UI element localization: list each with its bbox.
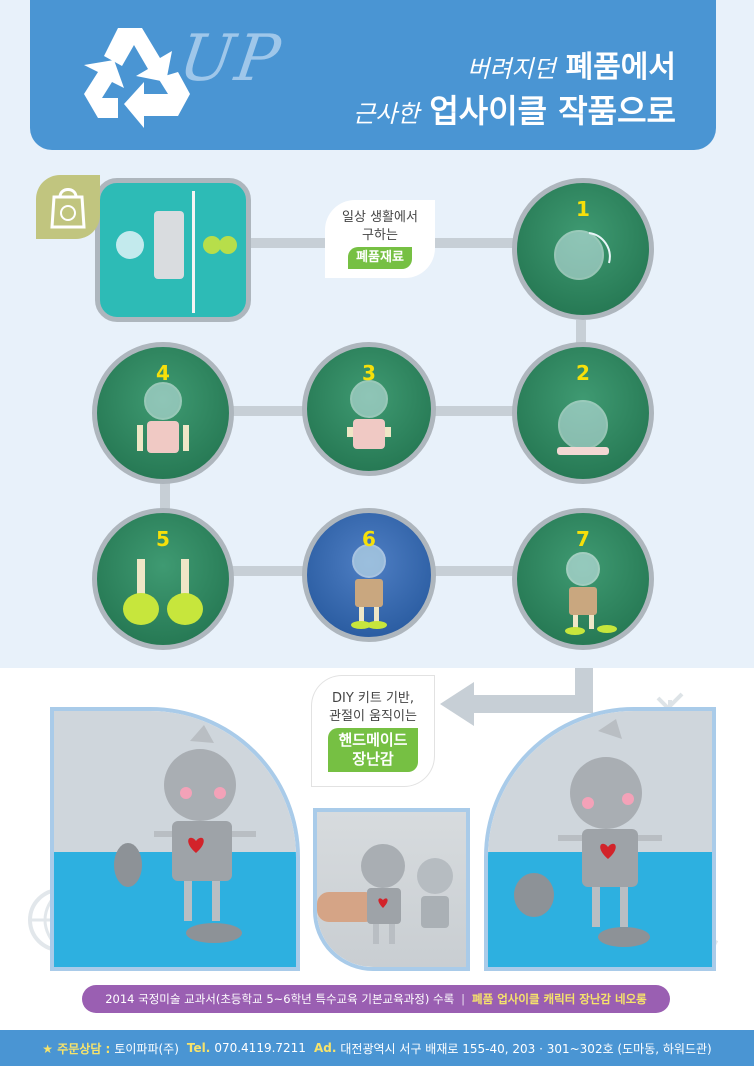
caption-separator: | bbox=[461, 992, 466, 1006]
result-caption-tag: 핸드메이드 장난감 bbox=[328, 728, 418, 772]
headline-line-2: 근사한 업사이클 작품으로 bbox=[353, 86, 676, 132]
step-circle-5: 5 bbox=[92, 508, 234, 650]
connector-2-3 bbox=[430, 406, 520, 416]
materials-caption-line-2: 구하는 bbox=[362, 228, 398, 243]
step-number-4: 4 bbox=[156, 361, 170, 385]
result-caption-tag-line-2: 장난감 bbox=[352, 750, 394, 768]
result-caption-tag-line-1: 핸드메이드 bbox=[338, 731, 408, 749]
materials-caption-line-1: 일상 생활에서 bbox=[342, 210, 418, 225]
connector-6-7 bbox=[430, 566, 520, 576]
result-caption-line-1: DIY 키트 기반, bbox=[331, 691, 415, 706]
tel-label: Tel. bbox=[186, 1041, 211, 1055]
address-text: 대전광역시 서구 배재로 155-40, 203 · 301~302호 (도마동… bbox=[340, 1041, 712, 1056]
headline-line-1: 버려지던 폐품에서 bbox=[467, 42, 676, 86]
connector-3-4 bbox=[230, 406, 308, 416]
step-circle-7: 7 bbox=[512, 508, 654, 650]
robot-standing-icon bbox=[351, 544, 387, 629]
headline-bold-1: 폐품에서 bbox=[565, 50, 676, 85]
header-banner: UP 버려지던 폐품에서 근사한 업사이클 작품으로 bbox=[30, 0, 716, 150]
bag-badge bbox=[36, 175, 100, 239]
caption-product-name: 폐품 업사이클 캐릭터 장난감 네오롱 bbox=[472, 992, 647, 1006]
step-circle-2: 2 bbox=[512, 342, 654, 484]
connector-1-2 bbox=[576, 320, 586, 352]
step-circle-1: 1 bbox=[512, 178, 654, 320]
result-caption-line-2: 관절이 움직이는 bbox=[329, 709, 417, 724]
connector-4-5 bbox=[160, 474, 170, 516]
address-label: Ad. bbox=[313, 1041, 337, 1055]
robot-feet-icon bbox=[123, 559, 203, 625]
robot-finished-icon bbox=[565, 552, 617, 635]
contact-footer: ★ 주문상담 : 토이파파(주) Tel. 070.4119.7211 Ad. … bbox=[0, 1030, 754, 1066]
flow-arrow-head bbox=[440, 682, 474, 726]
company-name: 토이파파(주) bbox=[114, 1041, 179, 1056]
materials-caption-tag: 폐품재료 bbox=[348, 247, 412, 269]
step-number-5: 5 bbox=[156, 527, 170, 551]
step-circle-6: 6 bbox=[302, 508, 436, 642]
order-label: ★ 주문상담 : bbox=[42, 1041, 111, 1056]
recycle-icon bbox=[84, 28, 190, 128]
robot-photo-left bbox=[50, 707, 300, 971]
result-caption-bubble: DIY 키트 기반, 관절이 움직이는 핸드메이드 장난감 bbox=[312, 676, 434, 786]
caption-textbook: 2014 국정미술 교과서(초등학교 5~6학년 특수교육 기본교육과정) 수록 bbox=[105, 992, 455, 1006]
step-circle-3: 3 bbox=[302, 342, 436, 476]
headline-bold-2: 업사이클 작품으로 bbox=[429, 92, 676, 130]
up-logo-text: UP bbox=[174, 22, 287, 96]
robot-arms-icon bbox=[137, 382, 189, 453]
robot-photo-right bbox=[484, 707, 716, 971]
materials-caption-bubble: 일상 생활에서 구하는 폐품재료 bbox=[325, 200, 435, 278]
robot-illustration-right bbox=[514, 719, 662, 947]
recycle-bag-icon bbox=[50, 188, 86, 229]
headline-script-2: 근사한 bbox=[353, 100, 420, 128]
flow-arrow-bar bbox=[470, 695, 593, 713]
robot-body-icon bbox=[347, 380, 391, 449]
materials-photo bbox=[95, 178, 251, 322]
step-number-2: 2 bbox=[576, 361, 590, 385]
materials-illustration bbox=[116, 191, 237, 313]
tel-number[interactable]: 070.4119.7211 bbox=[214, 1041, 306, 1055]
capsule-icon bbox=[554, 230, 611, 280]
capsule-on-base-icon bbox=[557, 400, 609, 455]
connector-5-6 bbox=[230, 566, 308, 576]
step-number-7: 7 bbox=[576, 527, 590, 551]
headline-script-1: 버려지던 bbox=[467, 55, 556, 83]
textbook-caption-bar: 2014 국정미술 교과서(초등학교 5~6학년 특수교육 기본교육과정) 수록… bbox=[82, 985, 670, 1013]
step-number-1: 1 bbox=[576, 197, 590, 221]
step-circle-4: 4 bbox=[92, 342, 234, 484]
step-number-6: 6 bbox=[362, 527, 376, 551]
robot-photo-hand bbox=[313, 808, 470, 971]
robot-illustration-left bbox=[114, 725, 256, 943]
step-number-3: 3 bbox=[362, 361, 376, 385]
robot-illustration-hand bbox=[317, 844, 453, 944]
